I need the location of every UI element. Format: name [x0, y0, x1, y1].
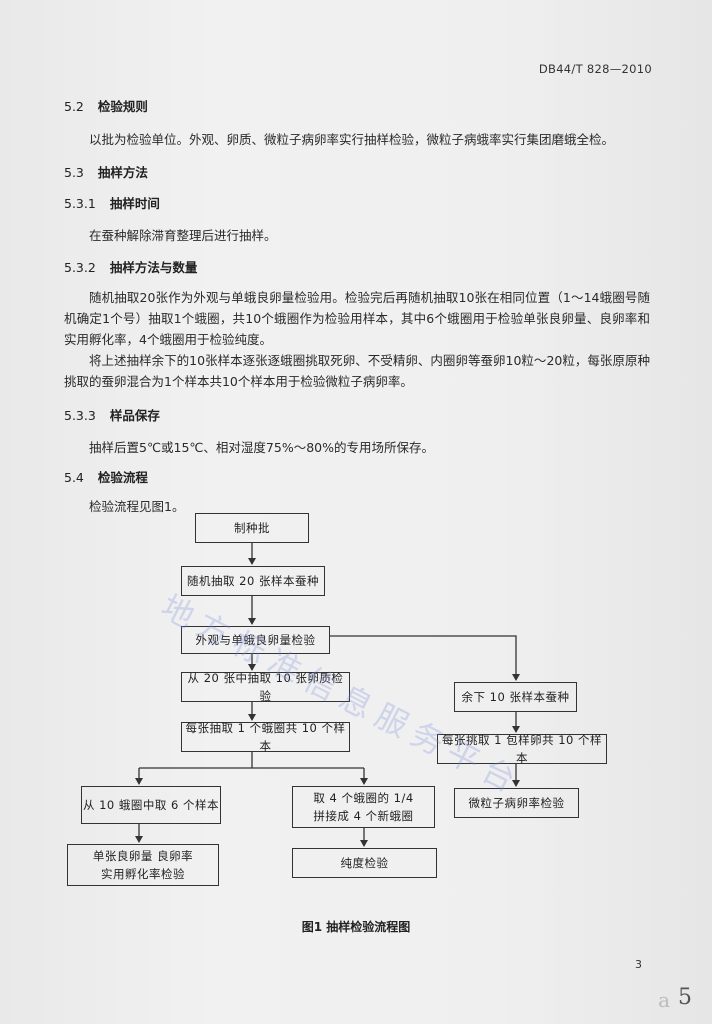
paragraph-5-3-3: 抽样后置5℃或15℃、相对湿度75%～80%的专用场所保存。: [89, 440, 435, 455]
heading-number: 5.3.2: [64, 260, 96, 275]
paragraph-5-4: 检验流程见图1。: [89, 499, 185, 514]
standard-code: DB44/T 828—2010: [538, 62, 652, 76]
heading-title: 样品保存: [109, 408, 160, 423]
heading-5-3-3: 5.3.3 样品保存: [64, 405, 160, 424]
heading-5-3-2: 5.3.2 抽样方法与数量: [64, 257, 197, 276]
flow-box-4-rings: 取 4 个蛾圈的 1/4 拼接成 4 个新蛾圈: [292, 786, 435, 828]
heading-number: 5.3.3: [64, 408, 96, 423]
heading-title: 抽样方法与数量: [109, 260, 198, 275]
paragraph-5-2: 以批为检验单位。外观、卵质、微粒子病卵率实行抽样检验，微粒子病蛾率实行集团磨蛾全…: [89, 132, 615, 147]
flow-box-line: 单张良卵量 良卵率: [92, 849, 194, 863]
flow-box-sample-10: 每张抽取 1 个蛾圈共 10 个样本: [181, 721, 350, 753]
heading-number: 5.3.1: [64, 196, 96, 211]
paragraph-5-3-1: 在蚕种解除滞育整理后进行抽样。: [89, 228, 277, 243]
heading-5-4: 5.4 检验流程: [64, 467, 148, 486]
flow-box-pebrine-check: 微粒子病卵率检验: [454, 788, 579, 818]
heading-number: 5.4: [64, 470, 84, 485]
flow-box-6-samples: 从 10 蛾圈中取 6 个样本: [81, 786, 221, 824]
heading-number: 5.2: [64, 99, 84, 114]
heading-5-3: 5.3 抽样方法: [64, 162, 148, 181]
flow-box-quality-check: 从 20 张中抽取 10 张卵质检验: [181, 671, 350, 703]
heading-title: 检验规则: [97, 99, 148, 114]
flow-box-line: 拼接成 4 个新蛾圈: [313, 809, 414, 823]
heading-5-3-1: 5.3.1 抽样时间: [64, 193, 160, 212]
flow-box-egg-quantity-check: 单张良卵量 良卵率 实用孵化率检验: [67, 844, 219, 886]
flow-box-purity-check: 纯度检验: [292, 848, 437, 878]
corner-page-number: 5: [678, 985, 692, 1010]
heading-title: 检验流程: [97, 470, 148, 485]
heading-number: 5.3: [64, 165, 84, 180]
heading-title: 抽样方法: [97, 165, 148, 180]
flow-box-line: 取 4 个蛾圈的 1/4: [313, 791, 414, 805]
paragraph-5-3-2-b: 将上述抽样余下的10张样本逐张逐蛾圈挑取死卵、不受精卵、内圈卵等蚕卵10粒～20…: [64, 353, 650, 389]
flow-box-appearance-check: 外观与单蛾良卵量检验: [181, 626, 330, 654]
paragraph-5-3-2-a: 随机抽取20张作为外观与单蛾良卵量检验用。检验完后再随机抽取10张在相同位置（1…: [64, 290, 650, 347]
figure-caption: 图1 抽样检验流程图: [301, 920, 411, 934]
flow-box-random-20: 随机抽取 20 张样本蚕种: [181, 566, 325, 596]
heading-title: 抽样时间: [109, 196, 160, 211]
page-number: 3: [635, 958, 642, 971]
arrow-b3-b10: [330, 635, 520, 681]
flow-box-line: 实用孵化率检验: [101, 867, 185, 881]
flow-box-production-batch: 制种批: [195, 513, 309, 543]
flow-box-remaining-10: 余下 10 张样本蚕种: [454, 682, 577, 712]
heading-5-2: 5.2 检验规则: [64, 96, 148, 115]
flow-box-pick-eggs: 每张挑取 1 包样卵共 10 个样本: [437, 733, 607, 765]
corner-mark-faint: a: [658, 988, 670, 1012]
